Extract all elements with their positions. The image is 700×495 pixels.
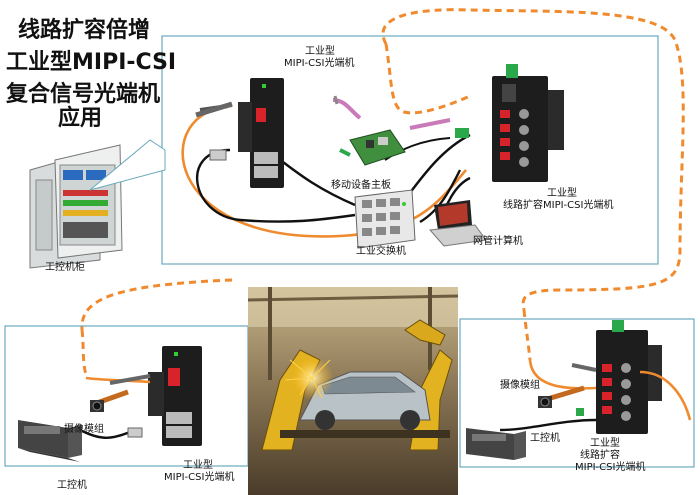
- factory-photo: [247, 287, 459, 495]
- label-top-converter-b: MIPI-CSI光端机: [284, 58, 355, 69]
- left-converter-device: [148, 346, 202, 446]
- label-top-expander-a: 工业型: [547, 188, 577, 199]
- right-ipc: [466, 428, 526, 460]
- title-line-2: 工业型MIPI-CSI: [6, 50, 177, 75]
- left-camera-module: [90, 389, 129, 412]
- fiber-dashed-right: [381, 8, 685, 311]
- label-cabinet: 工控机柜: [45, 262, 85, 273]
- label-laptop: 网管计算机: [473, 236, 523, 247]
- mobile-board: [332, 95, 469, 166]
- title-line-4: 应用: [58, 106, 103, 131]
- top-expander-device: [492, 64, 564, 182]
- title-line-1: 线路扩容倍增: [18, 18, 151, 43]
- label-top-converter-a: 工业型: [305, 46, 335, 57]
- fiber-solid-top: [181, 104, 467, 238]
- left-ipc: [18, 420, 82, 462]
- fiber-dashed-left: [80, 278, 233, 331]
- label-top-expander-b: 线路扩容MIPI-CSI光端机: [503, 200, 614, 211]
- right-expander-device: [596, 320, 662, 434]
- fiber-dashed-top: [384, 43, 471, 115]
- title-line-3: 复合信号光端机: [6, 82, 161, 107]
- label-right-camera: 摄像模组: [500, 380, 540, 391]
- label-right-expander-c: MIPI-CSI光端机: [575, 462, 646, 473]
- label-mobile-board: 移动设备主板: [331, 180, 391, 191]
- label-right-expander-a: 工业型: [590, 438, 620, 449]
- label-switch: 工业交换机: [356, 246, 406, 257]
- control-cabinet: [29, 144, 123, 269]
- label-right-ipc: 工控机: [530, 433, 560, 444]
- industrial-switch: [354, 189, 416, 249]
- top-converter-device: [238, 78, 284, 188]
- right-camera-module: [538, 385, 585, 416]
- label-left-converter-a: 工业型: [183, 460, 213, 471]
- label-left-ipc: 工控机: [57, 480, 87, 491]
- label-right-expander-b: 线路扩容: [580, 450, 620, 461]
- laptop: [428, 200, 487, 247]
- label-left-camera: 摄像模组: [64, 424, 104, 435]
- label-left-converter-b: MIPI-CSI光端机: [164, 472, 235, 483]
